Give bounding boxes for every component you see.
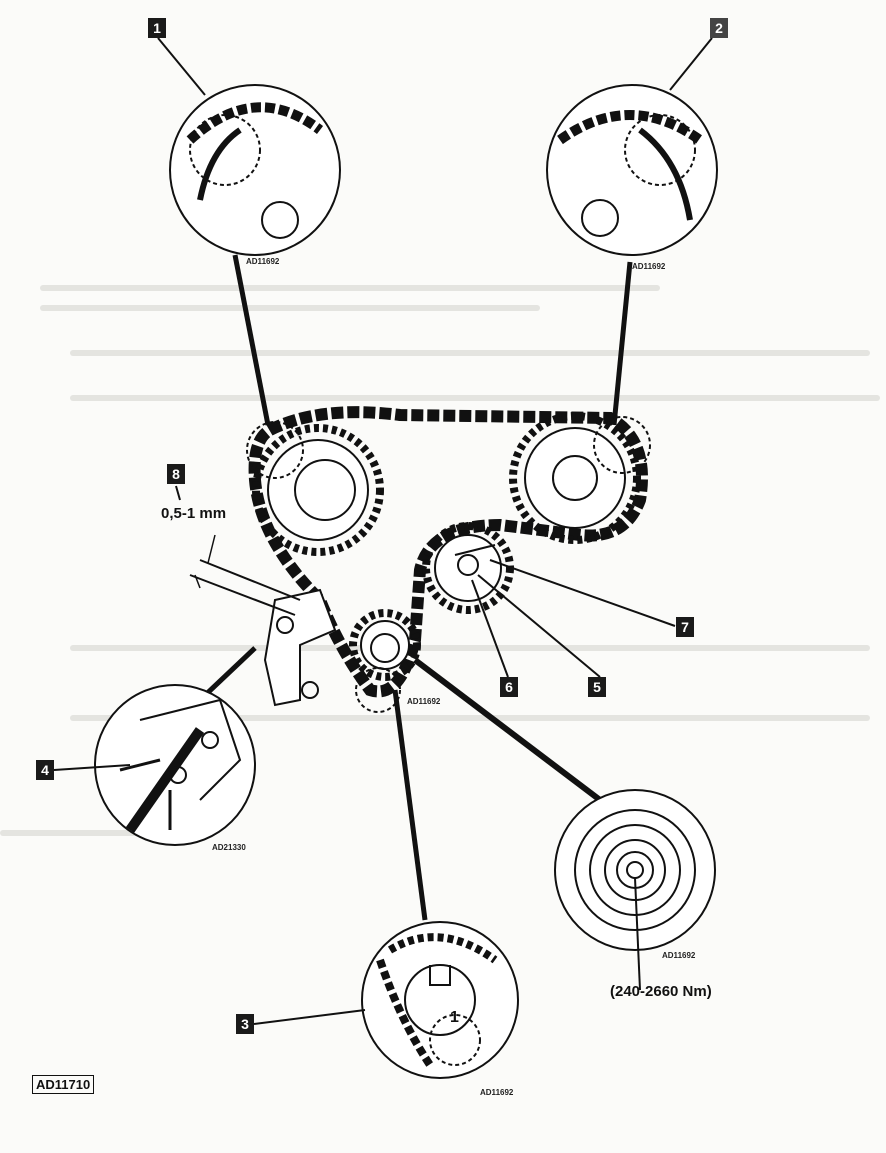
background-text-line (0, 830, 180, 836)
background-text-line (70, 395, 880, 401)
detail-circle-2 (546, 84, 718, 256)
detail-code-3: AD11692 (480, 1088, 514, 1097)
callout-8: 8 (167, 464, 185, 484)
svg-text:1: 1 (450, 1009, 459, 1026)
torque-label: (240-2660 Nm) (610, 983, 712, 1000)
background-text-line (40, 305, 540, 311)
callout-4: 4 (36, 760, 54, 780)
figure-code: AD11710 (32, 1075, 95, 1094)
background-text-line (70, 350, 870, 356)
background-text-line (70, 715, 870, 721)
detail-circle-bolt (554, 789, 716, 991)
detail-code-bolt: AD11692 (662, 951, 696, 960)
detail-code-crank: AD11692 (407, 697, 441, 706)
callout-3: 3 (236, 1014, 254, 1034)
callout-7: 7 (676, 617, 694, 637)
background-text-line (70, 645, 870, 651)
callout-1: 1 (148, 18, 166, 38)
detail-code-2: AD11692 (632, 262, 666, 271)
callout-2: 2 (710, 18, 728, 38)
detail-circle-1 (169, 84, 341, 256)
detail-circle-4 (94, 684, 256, 846)
gap-label: 0,5-1 mm (161, 505, 227, 522)
detail-code-1: AD11692 (246, 257, 280, 266)
background-text-line (40, 285, 660, 291)
callout-6: 6 (500, 677, 518, 697)
callout-5: 5 (588, 677, 606, 697)
detail-circle-3: 1 (361, 921, 519, 1079)
detail-code-4: AD21330 (212, 843, 246, 852)
